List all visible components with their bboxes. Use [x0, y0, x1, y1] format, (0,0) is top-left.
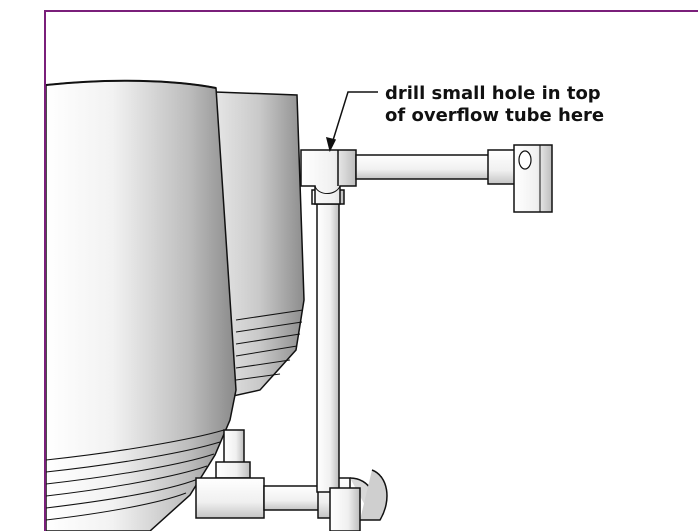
callout-text: drill small hole in top of overflow tube… — [385, 83, 604, 127]
callout-line-2: of overflow tube here — [385, 105, 605, 126]
overflow-tube-horizontal — [355, 154, 491, 180]
callout-leader — [325, 91, 378, 153]
bucket-front — [46, 79, 237, 531]
end-cap — [487, 144, 553, 213]
overflow-tube-vertical — [311, 189, 361, 531]
callout-line-1: drill small hole in top — [385, 83, 601, 104]
lower-pipe — [215, 429, 251, 479]
elbow-fitting — [300, 149, 357, 205]
